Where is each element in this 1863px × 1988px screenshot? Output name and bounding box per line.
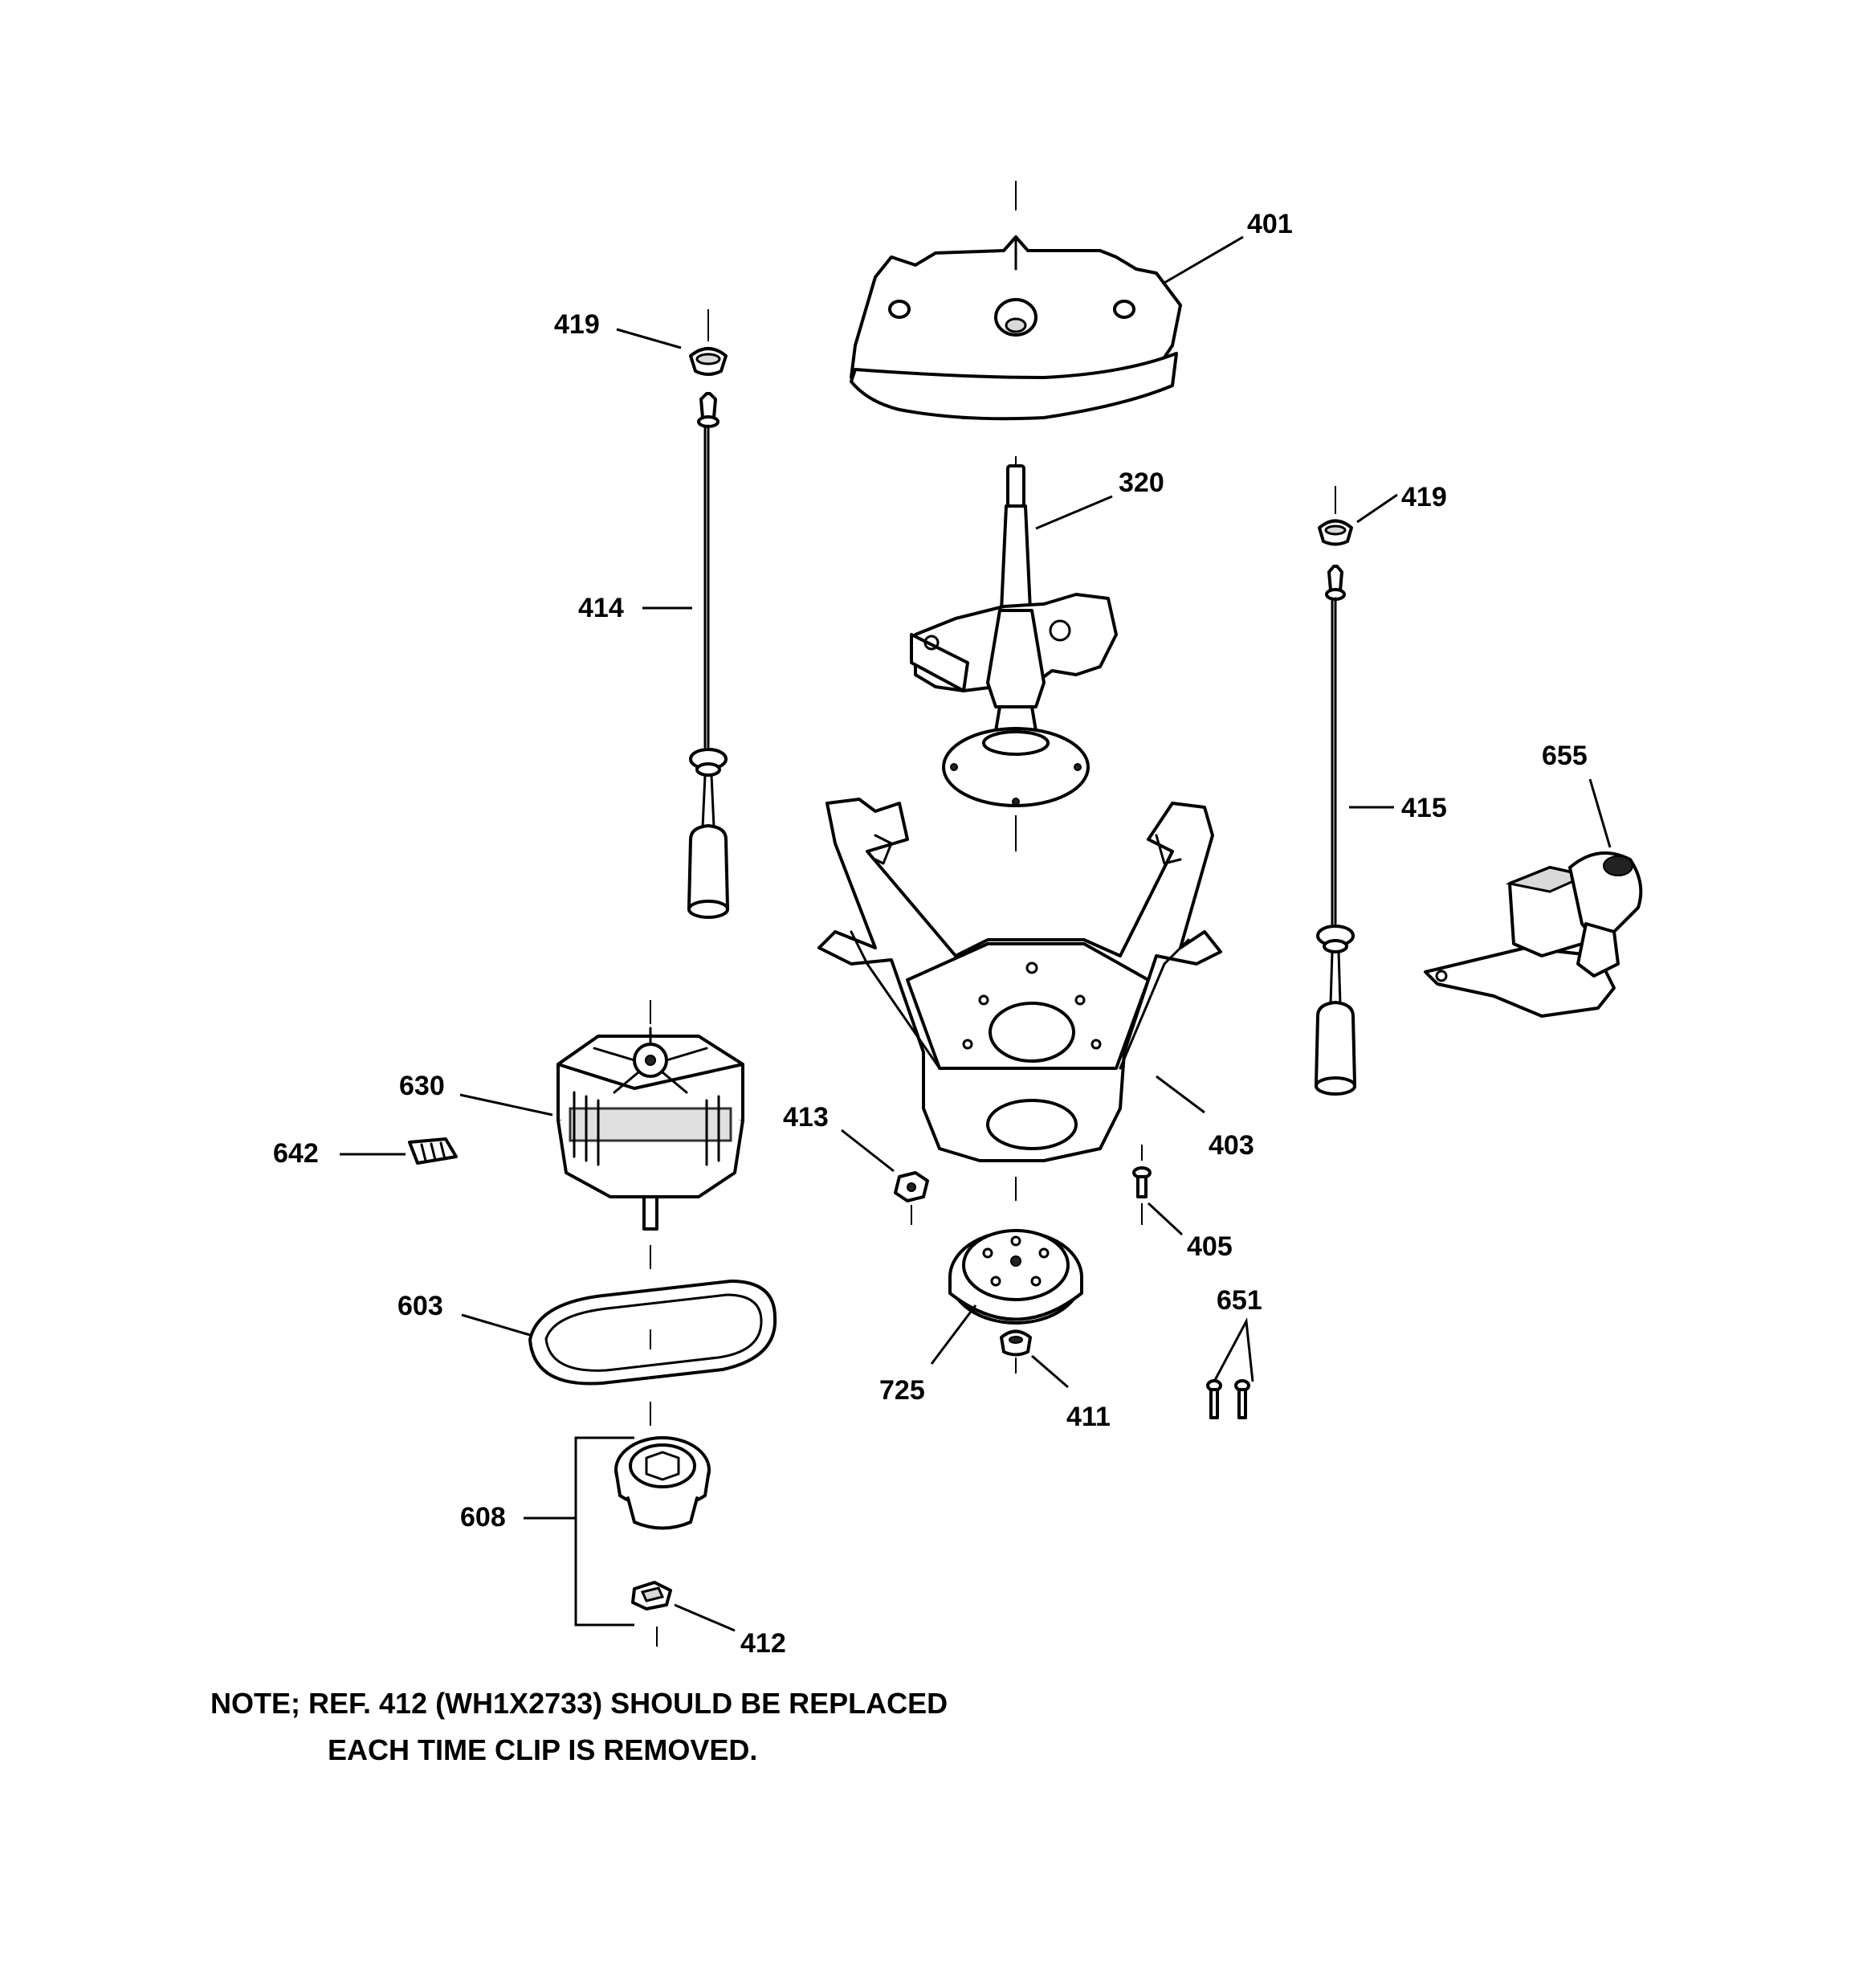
callout-415: 415: [1401, 793, 1447, 823]
part-419-right-cap: [1318, 486, 1353, 546]
callout-725: 725: [879, 1375, 925, 1406]
part-419-left-cap: [689, 309, 728, 376]
part-320-transmission: [910, 456, 1118, 851]
callout-651: 651: [1217, 1285, 1262, 1316]
callout-413: 413: [783, 1102, 829, 1133]
part-608-motor-pulley: [614, 1436, 711, 1530]
part-415-right-suspension-rod: [1315, 565, 1356, 1096]
part-642-connector: [408, 1137, 458, 1165]
replacement-note: NOTE; REF. 412 (WH1X2733) SHOULD BE REPL…: [210, 1680, 948, 1774]
callout-412: 412: [740, 1628, 786, 1659]
part-413-nut: [894, 1171, 929, 1225]
part-725-pulley: [948, 1229, 1083, 1325]
part-403-mounting-bracket: [817, 798, 1222, 1201]
callout-642: 642: [273, 1138, 319, 1169]
part-651-bolts: [1206, 1379, 1250, 1419]
callout-401: 401: [1247, 209, 1293, 239]
part-405-screw: [1132, 1145, 1152, 1225]
part-401-cover: [850, 181, 1182, 421]
callout-414: 414: [578, 593, 624, 623]
callout-419-left: 419: [554, 309, 600, 340]
callout-405: 405: [1187, 1231, 1233, 1262]
callout-labels: 401 419 320 414 419 415 655 630 642 413 …: [273, 209, 1588, 1659]
callout-603: 603: [397, 1291, 443, 1321]
callout-403: 403: [1209, 1130, 1254, 1161]
part-411-nut: [1000, 1329, 1032, 1374]
bracket-608-412: [574, 1436, 634, 1627]
callout-608: 608: [460, 1502, 506, 1533]
part-603-belt: [528, 1280, 777, 1426]
part-414-left-suspension-rod: [687, 392, 729, 919]
part-412-clip: [631, 1581, 672, 1647]
callout-655: 655: [1542, 741, 1588, 771]
part-630-motor: [556, 1000, 744, 1269]
callout-320: 320: [1119, 467, 1164, 498]
callout-411: 411: [1066, 1402, 1111, 1432]
leader-lines: [340, 235, 1612, 1632]
part-655-pump: [1424, 851, 1643, 1018]
note-line-2: EACH TIME CLIP IS REMOVED.: [328, 1733, 758, 1766]
note-line-1: NOTE; REF. 412 (WH1X2733) SHOULD BE REPL…: [210, 1687, 948, 1720]
callout-419-right: 419: [1401, 482, 1447, 512]
callout-630: 630: [399, 1071, 445, 1101]
